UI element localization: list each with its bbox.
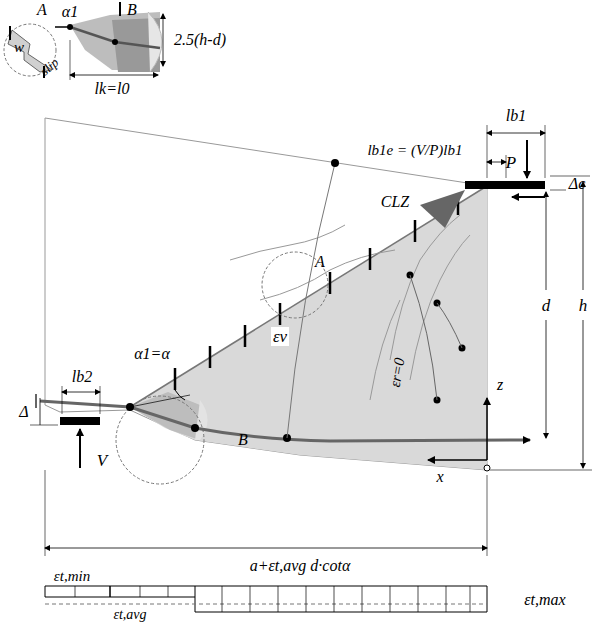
diagram-label: P bbox=[506, 154, 516, 171]
diagram-label: B bbox=[238, 432, 248, 448]
diagram-label: εt,avg bbox=[111, 607, 148, 623]
diagram-label: εt,min bbox=[52, 568, 92, 585]
diagram-label: h bbox=[579, 297, 588, 314]
diagram-label: z bbox=[497, 377, 503, 393]
diagram-label: d bbox=[542, 297, 551, 314]
diagram-label: V bbox=[97, 452, 107, 469]
diagram-label: εt,max bbox=[524, 592, 565, 608]
diagram-label: εv bbox=[271, 327, 289, 346]
diagram-label: lb1e = (V/P)lb1 bbox=[367, 143, 462, 158]
diagram-label: A bbox=[315, 254, 325, 270]
diagram-label: w bbox=[14, 40, 24, 55]
diagram-label: lb2 bbox=[72, 369, 92, 385]
diagram-label: x bbox=[436, 469, 443, 485]
diagram-label: lb1 bbox=[506, 108, 526, 124]
diagram-label: lk=l0 bbox=[95, 81, 130, 97]
diagram-label: B bbox=[127, 2, 137, 18]
diagram-label: slip bbox=[38, 55, 61, 77]
diagram-label: Δc bbox=[569, 176, 586, 192]
diagram-label: CLZ bbox=[381, 194, 409, 210]
diagram-label: α1 bbox=[62, 4, 78, 20]
diagram-label: a+εt,avg d·cotα bbox=[250, 558, 351, 574]
diagram-label: 2.5(h-d) bbox=[174, 32, 226, 48]
diagram-label: α1=α bbox=[134, 346, 170, 362]
diagram-label: Δ bbox=[19, 404, 28, 420]
diagram-label: A bbox=[37, 2, 47, 18]
